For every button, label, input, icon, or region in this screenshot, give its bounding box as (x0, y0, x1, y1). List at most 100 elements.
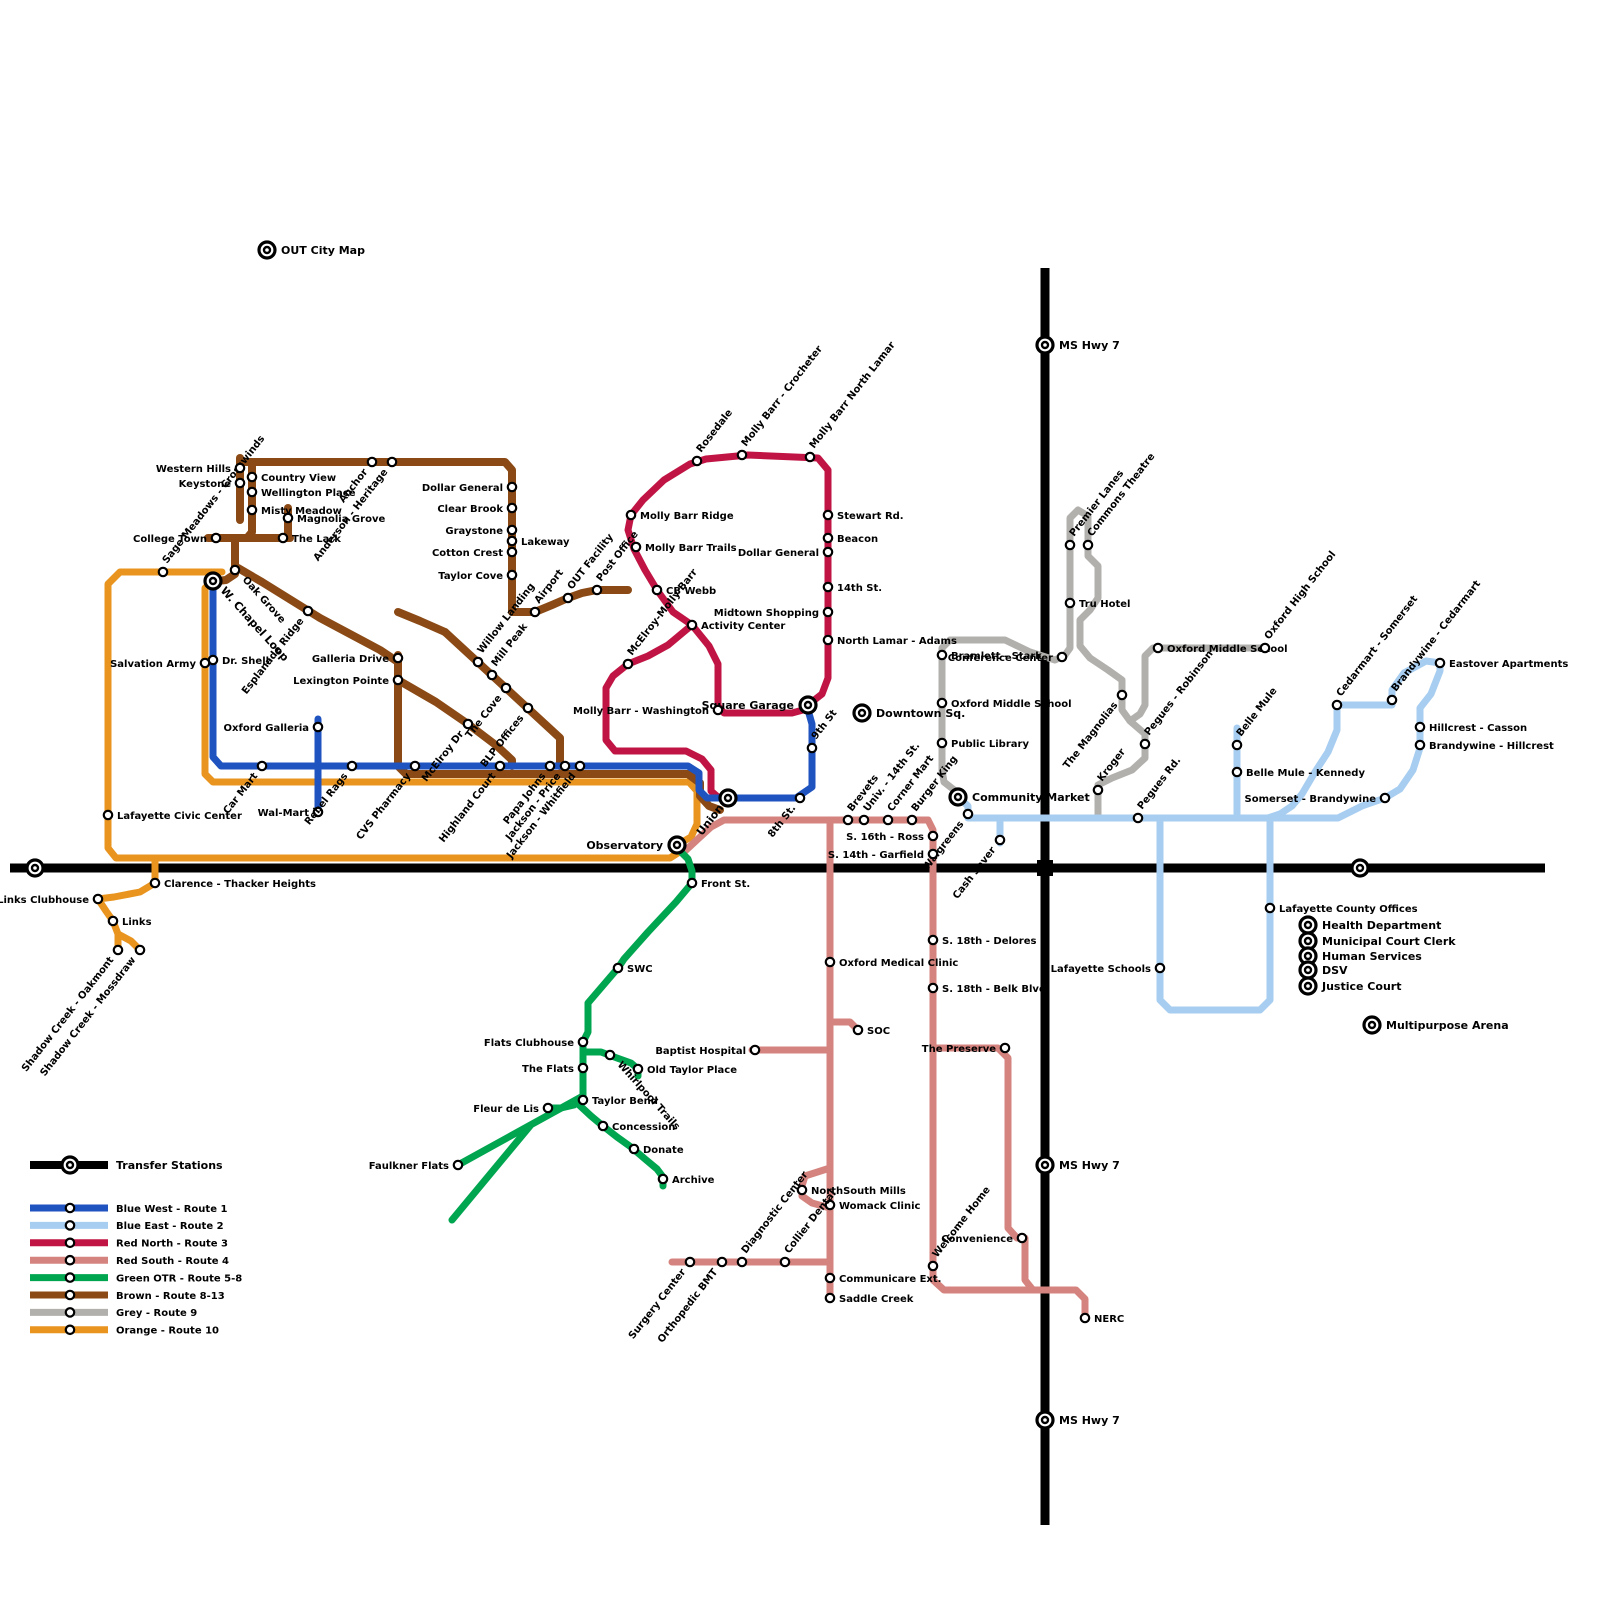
station-label: Links (122, 917, 152, 928)
station-dot-icon (229, 564, 241, 576)
transfer-station-icon-inner (723, 793, 733, 803)
station-dot-icon (462, 718, 474, 730)
station-label: Somerset - Brandywine (1245, 794, 1377, 805)
station-label: MS Hwy 7 (1059, 1414, 1120, 1427)
station-label: Molly Barr Trails (645, 543, 737, 554)
station-dot-icon (1331, 699, 1343, 711)
station-label: Lafayette County Offices (1279, 904, 1418, 915)
transfer-station-icon-inner (1303, 981, 1313, 991)
station-dot-icon (302, 605, 314, 617)
station-dot-icon (858, 814, 870, 826)
station-dot-icon (622, 658, 634, 670)
station-label: MS 6 US 278 (1374, 862, 1452, 875)
station-label: NorthSouth Mills (811, 1186, 906, 1197)
station-dot-icon (500, 682, 512, 694)
highways (10, 268, 1545, 1525)
transfer-station-icon-inner (1355, 863, 1365, 873)
transfer-station-health-department: Health Department (1298, 915, 1441, 935)
station-links: Links (107, 915, 152, 928)
station-dot-icon (927, 830, 939, 842)
station-label: Stewart Rd. (837, 511, 904, 522)
station-dot-icon (686, 877, 698, 889)
transfer-station-icon-inner (803, 700, 813, 710)
station-dot-icon (506, 535, 518, 547)
station-somerset-brandywine: Somerset - Brandywine (1245, 792, 1391, 805)
station-label: North Lamar - Adams (837, 636, 957, 647)
legend-item-label: Orange - Route 10 (116, 1326, 219, 1337)
station-label: Clear Brook (437, 504, 503, 515)
station-dot-icon (1079, 1312, 1091, 1324)
station-swc: SWC (612, 962, 653, 975)
station-dot-icon (684, 1256, 696, 1268)
legend-item-label: Red North - Route 3 (116, 1239, 228, 1250)
station-dot-icon (346, 760, 358, 772)
station-dot-icon (282, 512, 294, 524)
station-dot-icon (506, 502, 518, 514)
station-dot-icon (822, 532, 834, 544)
station-dot-icon (64, 1272, 76, 1283)
station-label: Beacon (837, 534, 878, 545)
station-s-16th-ross: S. 16th - Ross (846, 830, 939, 843)
station-dot-icon (936, 649, 948, 661)
station-western-hills: Western Hills (156, 462, 246, 475)
station-baptist-hospital: Baptist Hospital (655, 1044, 761, 1057)
station-dot-icon (312, 721, 324, 733)
station-dot-icon (824, 1272, 836, 1284)
station-dot-icon (736, 449, 748, 461)
station-s-14th-garfield: S. 14th - Garfield (828, 848, 939, 861)
station-label: Saddle Creek (839, 1294, 914, 1305)
station-dot-icon (409, 760, 421, 772)
station-label: Activity Center (701, 621, 785, 632)
station-label: The Lark (292, 534, 341, 545)
station-dot-icon (1064, 597, 1076, 609)
station-label: Hillcrest - Casson (1429, 723, 1527, 734)
route-line (394, 608, 449, 636)
station-dot-icon (1231, 766, 1243, 778)
legend-item-green-otr-route-5-8: Green OTR - Route 5-8 (30, 1272, 242, 1284)
highway-junction (1037, 860, 1053, 876)
station-label: Lafayette Schools (1051, 964, 1151, 975)
station-label: Dollar General (738, 548, 819, 559)
station-dot-icon (597, 1120, 609, 1132)
station-cb-webb: CB Webb (651, 584, 716, 597)
station-dollar-general: Dollar General (422, 481, 518, 494)
station-label: Public Library (951, 739, 1029, 750)
station-label: Donate (643, 1145, 684, 1156)
transfer-station-observatory: Observatory (586, 835, 687, 855)
station-dot-icon (716, 1256, 728, 1268)
station-molly-barr-trails: Molly Barr Trails (630, 541, 737, 554)
station-dot-icon (107, 915, 119, 927)
station-dot-icon (625, 509, 637, 521)
station-label: Clarence - Thacker Heights (164, 879, 316, 890)
transfer-station-human-services: Human Services (1298, 946, 1422, 966)
station-dot-icon (246, 486, 258, 498)
station-dot-icon (1259, 642, 1271, 654)
transfer-station-dsv: DSV (1298, 960, 1348, 980)
station-salvation-army: Salvation Army (110, 657, 211, 670)
legend-item-blue-east-route-2: Blue East - Route 2 (30, 1220, 224, 1232)
station-label: DSV (1322, 964, 1348, 977)
station-dot-icon (824, 1199, 836, 1211)
station-flats-clubhouse: Flats Clubhouse (484, 1036, 589, 1049)
station-label: Observatory (586, 839, 663, 852)
station-beacon: Beacon (822, 532, 878, 545)
station-label: Dr. Shell (222, 656, 269, 667)
route-line (209, 577, 816, 802)
station-stewart-rd: Stewart Rd. (822, 509, 904, 522)
station-dot-icon (64, 1289, 76, 1301)
station-taylor-bend: Taylor Bend (577, 1094, 658, 1107)
station-dot-icon (506, 546, 518, 558)
station-dot-icon (822, 546, 834, 558)
legend-item-label: Brown - Route 8-13 (116, 1291, 225, 1302)
station-dot-icon (506, 481, 518, 493)
station-dot-icon (736, 1256, 748, 1268)
station-galleria-drive: Galleria Drive (312, 652, 404, 665)
station-brandywine-hillcrest: Brandywine - Hillcrest (1414, 739, 1554, 752)
station-label: The Flats (522, 1064, 574, 1075)
station-dot-icon (234, 477, 246, 489)
station-dot-icon (628, 1143, 640, 1155)
station-the-lark: The Lark (277, 532, 341, 545)
station-archive: Archive (657, 1173, 715, 1186)
